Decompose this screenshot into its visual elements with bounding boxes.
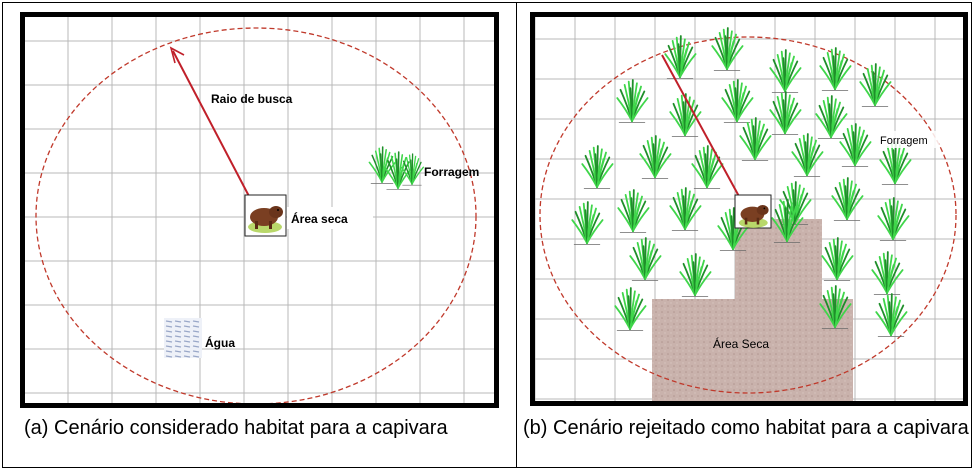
caption-b: (b) Cenário rejeitado como habitat para … [523, 417, 969, 439]
grass-icon [831, 177, 864, 222]
grass-icon [859, 63, 892, 108]
search-radius-circle [539, 36, 957, 394]
grass-icon [721, 79, 754, 124]
grass-icon [879, 141, 912, 186]
grass-icon [739, 117, 772, 162]
grass-icon [771, 199, 804, 244]
search-radius-circle [35, 27, 477, 403]
grass-icon [669, 187, 702, 232]
grass-icon [791, 133, 824, 178]
search-radius-arrow [172, 50, 252, 201]
grass-icon [815, 95, 848, 140]
grass-icon [368, 146, 425, 190]
grass-icon [669, 93, 702, 138]
grass-icon [819, 285, 852, 330]
forage-label: Forragem [424, 165, 479, 179]
grass-icon [691, 145, 724, 190]
grass-icon [664, 35, 697, 80]
grass-icon [617, 189, 650, 234]
dry-area-label: Área seca [291, 211, 348, 226]
grass-icon [819, 47, 852, 92]
search-radius-arrow [661, 54, 742, 201]
table-divider [516, 2, 517, 468]
grass-icon [616, 79, 649, 124]
grass-icon [839, 123, 872, 168]
arrowhead-icon [169, 46, 185, 64]
water-label: Água [205, 335, 235, 350]
grass-icon [629, 237, 662, 282]
scenario-b-diagram: Forragem Área Seca [535, 17, 963, 401]
water-icon [164, 318, 202, 358]
grass-cluster [571, 27, 912, 338]
capybara-icon [248, 206, 283, 233]
dry-area-label: Área Seca [713, 336, 769, 351]
scenario-a-panel: Raio de busca Área seca Forragem Água [20, 12, 499, 408]
grass-icon [821, 237, 854, 282]
radius-label: Raio de busca [211, 92, 293, 106]
grass-icon [614, 287, 647, 332]
grass-icon [769, 49, 802, 94]
grass-icon [769, 91, 802, 136]
capybara-icon [738, 204, 769, 228]
forage-label: Forragem [880, 135, 928, 147]
grass-icon [679, 253, 712, 298]
grass-icon [711, 27, 744, 72]
grass-icon [571, 201, 604, 246]
grass-icon [875, 293, 908, 338]
grass-icon [581, 145, 614, 190]
scenario-b-panel: Forragem Área Seca [530, 12, 968, 406]
scenario-a-diagram: Raio de busca Área seca Forragem Água [25, 17, 494, 403]
grass-icon [400, 153, 425, 186]
grass-icon [384, 151, 413, 190]
caption-a: (a) Cenário considerado habitat para a c… [24, 417, 448, 439]
grass-icon [877, 197, 910, 242]
grass-icon [639, 135, 672, 180]
grass-icon [871, 251, 904, 296]
